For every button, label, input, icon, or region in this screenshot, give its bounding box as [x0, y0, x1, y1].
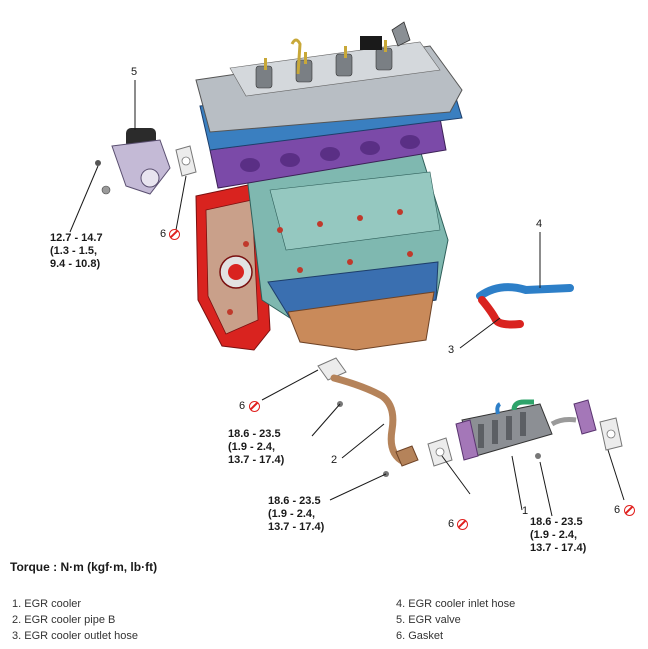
- callout-3: 3: [448, 344, 455, 356]
- legend-item: 4. EGR cooler inlet hose: [396, 598, 516, 610]
- callout-6-cooler-left: 6: [448, 518, 455, 530]
- gasket-valve: [175, 145, 197, 177]
- engine-assembly: [195, 21, 463, 351]
- egr-valve: [95, 128, 171, 195]
- torque-pipe-upper: 18.6 - 23.5 (1.9 - 2.4, 13.7 - 17.4): [228, 428, 285, 466]
- torque-egr-valve: 12.7 - 14.7 (1.3 - 1.5, 9.4 - 10.8): [50, 232, 103, 270]
- egr-cooler: [455, 399, 597, 461]
- callout-5: 5: [131, 66, 138, 78]
- callout-6-cooler-right: 6: [614, 504, 621, 516]
- callout-6-pipe: 6: [239, 400, 246, 412]
- legend-item: 2. EGR cooler pipe B: [12, 614, 116, 626]
- no-reuse-icon: [624, 505, 635, 516]
- egr-cooler-pipe-b: [317, 357, 419, 477]
- no-reuse-icon: [457, 519, 468, 530]
- legend-item: 3. EGR cooler outlet hose: [12, 630, 138, 642]
- legend-left: 1. EGR cooler 2. EGR cooler pipe B 3. EG…: [12, 596, 138, 644]
- torque-pipe-lower: 18.6 - 23.5 (1.9 - 2.4, 13.7 - 17.4): [268, 495, 325, 533]
- legend-item: 5. EGR valve: [396, 614, 461, 626]
- no-reuse-icon: [169, 229, 180, 240]
- egr-components-diagram: [69, 21, 625, 517]
- callout-4: 4: [536, 218, 543, 230]
- gasket-cooler-left: [427, 437, 453, 467]
- no-reuse-icon: [249, 401, 260, 412]
- callout-6-valve: 6: [160, 228, 167, 240]
- gasket-cooler-right: [599, 417, 623, 451]
- egr-cooler-hoses: [476, 283, 574, 329]
- torque-egr-cooler: 18.6 - 23.5 (1.9 - 2.4, 13.7 - 17.4): [530, 516, 587, 554]
- legend-item: 1. EGR cooler: [12, 598, 82, 610]
- legend-right: 4. EGR cooler inlet hose 5. EGR valve 6.…: [396, 596, 515, 644]
- legend-item: 6. Gasket: [396, 630, 444, 642]
- torque-units-title: Torque : N·m (kgf·m, lb·ft): [10, 560, 158, 574]
- callout-1: 1: [522, 505, 529, 517]
- leader-lines: [69, 80, 625, 517]
- callout-2: 2: [331, 454, 338, 466]
